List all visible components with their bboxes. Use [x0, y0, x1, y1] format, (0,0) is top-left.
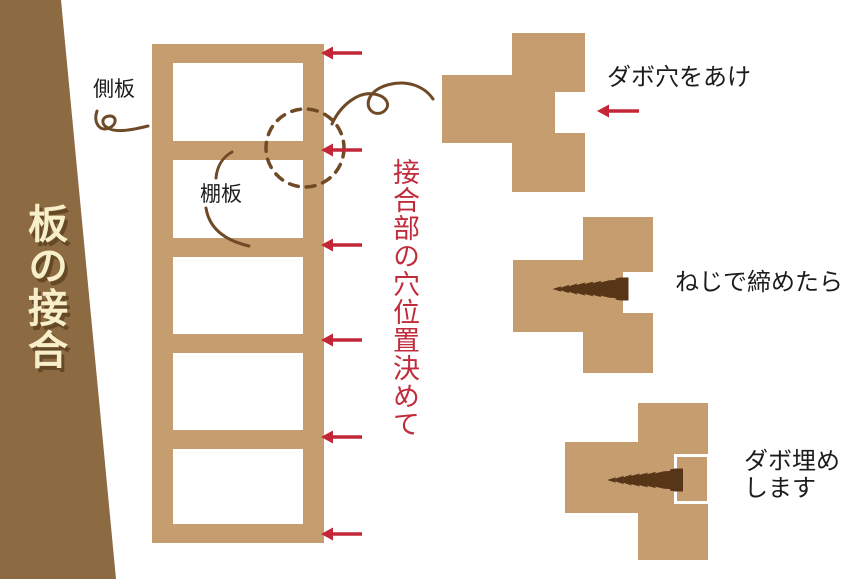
step1-label: ダボ穴をあけ — [607, 65, 751, 91]
shelf-board-3 — [152, 334, 324, 353]
shelf-position-arrow-head — [321, 46, 333, 60]
step2-screw-icon — [552, 277, 629, 301]
shelf-callout-arc-upper — [214, 150, 234, 180]
step3-label-line2: します — [744, 476, 816, 502]
side-board-label: 側板 — [93, 77, 135, 101]
shelf-position-arrow-head — [321, 430, 333, 444]
shelf-board-label: 棚板 — [200, 182, 242, 206]
joint-highlight-circle — [264, 107, 346, 189]
bottom-board — [152, 524, 324, 543]
step3-label: ダボ埋め します — [744, 449, 840, 503]
step3-label-line1: ダボ埋め — [744, 449, 840, 475]
shelf-position-arrow-head — [321, 333, 333, 347]
shelf-board-4 — [152, 430, 324, 449]
step2-shelf-board — [513, 260, 583, 332]
shelf-position-arrow-head — [321, 238, 333, 252]
step2-joint-detail — [513, 217, 653, 373]
side-board-callout-curl — [94, 109, 150, 133]
shelf-position-arrow-head — [321, 527, 333, 541]
shelf-position-arrow-head — [321, 143, 333, 157]
step2-label: ねじで締めたら — [675, 270, 843, 296]
top-board — [152, 44, 324, 63]
step1-joint-detail — [442, 33, 639, 192]
title-ribbon — [0, 0, 116, 579]
side-board-left — [152, 44, 173, 543]
shelf-callout-arc-lower — [204, 206, 251, 248]
side-board-right — [303, 44, 324, 543]
step1-arrow-head — [597, 104, 609, 118]
shelf-position-arrows — [321, 46, 362, 541]
shelf-board-2 — [152, 238, 324, 257]
step3-screw-icon — [607, 468, 683, 492]
page-title: 板の接合 — [22, 203, 66, 371]
shelf-frame — [152, 44, 324, 543]
shelf-board-1 — [152, 141, 324, 160]
joint-hole-instruction: 接合部の穴位置決めて — [389, 158, 419, 438]
step1-shelf-board — [442, 75, 512, 143]
step1-dowel-hole — [555, 92, 585, 133]
swirl-connector-line — [330, 81, 435, 126]
step3-joint-detail — [565, 403, 710, 560]
